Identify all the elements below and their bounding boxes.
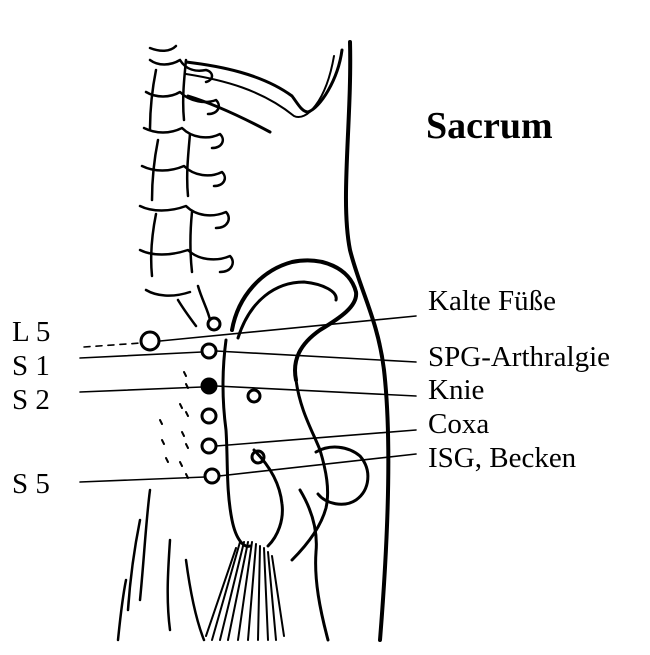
point-l5 — [139, 330, 161, 352]
label-kalte-fuesse: Kalte Füße — [428, 285, 557, 317]
sacrum-left-edge — [221, 338, 252, 548]
label-isg-becken: ISG, Becken — [428, 442, 577, 474]
left-outline — [116, 518, 142, 642]
label-s2: S 2 — [12, 384, 50, 416]
lumbar-vertebrae — [138, 44, 234, 328]
leader-s1 — [79, 351, 203, 359]
acupoints — [139, 316, 266, 485]
iliac-crest — [230, 258, 359, 382]
leader-l5 — [83, 342, 142, 348]
diagram-title: Sacrum — [426, 105, 553, 147]
point-s1 — [200, 342, 218, 360]
body-outline — [344, 40, 391, 642]
label-coxa: Coxa — [428, 408, 490, 440]
label-s1: S 1 — [12, 350, 50, 382]
left-leader-lines — [79, 342, 206, 483]
rib-upper — [184, 48, 344, 114]
point-knee — [246, 388, 262, 404]
leader-kalte-fuesse — [159, 315, 417, 342]
leader-isg-becken — [218, 453, 417, 477]
label-s5: S 5 — [12, 468, 50, 500]
rib-upper-inner — [185, 55, 335, 119]
leader-s5 — [79, 476, 206, 483]
point-s3 — [200, 407, 218, 425]
leader-s2 — [79, 386, 203, 393]
sacral-foramina-dots — [159, 371, 189, 479]
point-kalte — [206, 316, 222, 332]
point-s5 — [203, 467, 221, 485]
iliac-inner — [236, 280, 338, 340]
gluteal-muscle — [205, 541, 285, 641]
leader-knie — [215, 385, 417, 397]
label-l5: L 5 — [12, 316, 51, 348]
label-spg-arthralgie: SPG-Arthralgie — [428, 341, 611, 373]
right-leader-lines — [159, 315, 417, 477]
pelvis-lower — [252, 448, 330, 642]
point-isg — [250, 449, 266, 465]
label-knie: Knie — [428, 374, 485, 406]
point-s4 — [200, 437, 218, 455]
leader-spg-arthralgie — [215, 350, 417, 363]
femoral-head — [314, 445, 370, 506]
point-s2 — [200, 377, 218, 395]
rib-lower — [186, 94, 272, 134]
leader-coxa — [215, 429, 417, 447]
coccyx-edge — [138, 488, 206, 642]
pelvis-wing — [290, 378, 330, 562]
